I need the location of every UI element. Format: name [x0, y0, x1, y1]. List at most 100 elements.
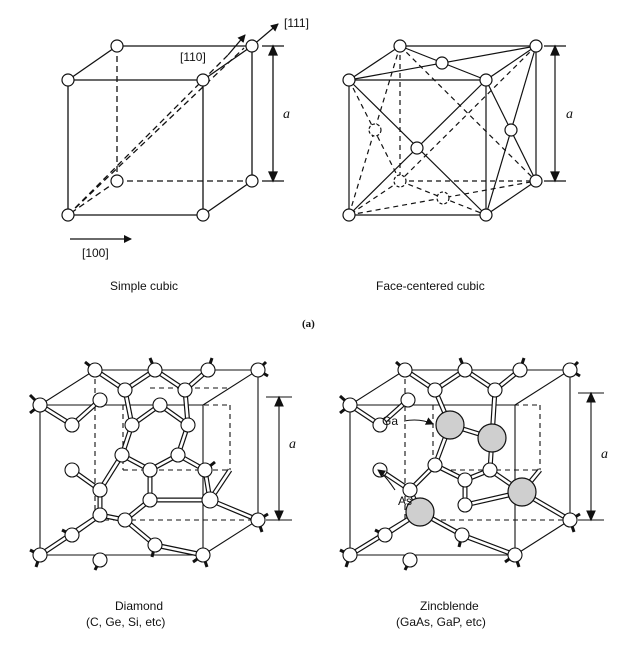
dia-atom [64, 462, 80, 478]
diamond-caption-line2: (C, Ge, Si, etc) [86, 615, 165, 629]
fcc-caption: Face-centered cubic [376, 279, 485, 293]
zb-as-atom [504, 547, 523, 568]
fcc-atoms [342, 39, 543, 222]
zb-as-atom [482, 462, 498, 478]
dia-dim-arrow-bottom [274, 510, 284, 522]
zincblende-diagram [338, 357, 604, 571]
zb-label-ga: Ga [382, 414, 398, 428]
dia-atom [64, 417, 80, 433]
panel-a-label: (a) [302, 318, 315, 330]
fcc-atom [479, 73, 493, 87]
dia-atom [92, 552, 108, 571]
zb-cube-edge [349, 369, 406, 406]
sc-label-100: [100] [82, 246, 109, 260]
sc-label-110: [110] [180, 50, 206, 64]
dia-atom [250, 512, 269, 533]
fcc-atom [342, 73, 356, 87]
zb-as-atom [374, 527, 393, 543]
zb-bonds [348, 367, 572, 558]
fcc-hidden-diagonal [348, 45, 401, 216]
dia-atom [147, 357, 163, 378]
diamond-caption-line1: Diamond [115, 599, 163, 613]
dia-atom [84, 360, 103, 378]
sc-atom [61, 208, 75, 222]
fcc-face-atom [410, 141, 424, 155]
zb-as-atom [512, 357, 528, 378]
dia-cube-edge [202, 369, 259, 406]
fcc-atom [479, 208, 493, 222]
sc-dim-arrow-top [267, 44, 279, 56]
sc-edge [67, 45, 118, 81]
dia-cube-edge [39, 369, 96, 406]
dia-atom [142, 492, 158, 508]
zb-as-atom [427, 382, 443, 398]
zb-as-atom [427, 457, 443, 473]
dia-atom [192, 547, 211, 568]
zb-lattice-constant: a [601, 447, 608, 462]
dia-atom [180, 417, 196, 433]
dia-atom [114, 447, 130, 463]
dia-atom [61, 527, 80, 543]
fcc-edge [485, 180, 537, 216]
dia-atom [117, 382, 133, 398]
fcc-atom [529, 174, 543, 188]
zincblende-caption-line1: Zincblende [420, 599, 479, 613]
dia-atom [142, 462, 158, 478]
zb-as-atom [339, 547, 358, 568]
zb-ga-atom [405, 497, 435, 527]
zb-as-atom [402, 482, 418, 498]
dia-atom [92, 482, 108, 498]
fcc-hidden-diagonal [399, 45, 537, 182]
sc-atom [110, 39, 124, 53]
dia-atom [92, 507, 108, 523]
zb-cube-edge [514, 519, 571, 556]
fcc-hidden-atom [393, 174, 407, 188]
simple-cubic-atoms [61, 39, 259, 222]
dia-atom [147, 537, 163, 558]
zb-as-atom [372, 462, 388, 478]
dia-atom [250, 360, 269, 378]
sc-atom [196, 73, 210, 87]
sc-label-111: [111] [284, 16, 309, 30]
zb-as-atom [402, 552, 418, 571]
dia-atom [197, 460, 216, 478]
sc-edge [202, 180, 253, 216]
zb-ga-atom [507, 477, 537, 507]
diamond-diagram [28, 357, 292, 571]
fcc-dim-arrow-bottom [550, 171, 560, 183]
fcc-lattice-constant: a [566, 107, 573, 122]
sc-110-arrow [227, 34, 246, 56]
sc-110-dashed [67, 54, 229, 216]
fcc-atom [529, 39, 543, 53]
zb-as-atom [562, 360, 581, 378]
sc-dim-arrow-bottom [267, 171, 279, 183]
zb-ga-pointer [403, 417, 434, 425]
zb-ga-atom [435, 410, 465, 440]
fcc-hidden-atom [436, 191, 450, 205]
fcc-hidden-diagonal [348, 180, 537, 216]
dia-lattice-constant: a [289, 437, 296, 452]
sc-atom [245, 174, 259, 188]
fcc-dim-arrow-top [550, 44, 560, 56]
sc-atom [110, 174, 124, 188]
sc-caption: Simple cubic [110, 279, 178, 293]
zb-as-atom [457, 357, 473, 378]
zb-as-atom [454, 527, 470, 548]
dia-atom [28, 393, 48, 415]
zb-as-atom [372, 417, 388, 433]
dia-cube-edge [202, 519, 259, 556]
sc-atom [245, 39, 259, 53]
zb-as-atom [338, 394, 358, 415]
fcc-face-atom [435, 56, 449, 70]
sc-111-dashed [67, 47, 245, 216]
zb-as-atom [487, 382, 503, 398]
zb-cube-edge [514, 369, 571, 406]
zb-as-atom [562, 512, 581, 533]
dia-atom [92, 392, 108, 408]
fcc-hidden-diagonal [399, 45, 537, 182]
dia-dim-arrow-top [274, 395, 284, 407]
simple-cubic-diagram [67, 23, 284, 243]
zb-ga-atom [477, 423, 507, 453]
sc-atom [61, 73, 75, 87]
